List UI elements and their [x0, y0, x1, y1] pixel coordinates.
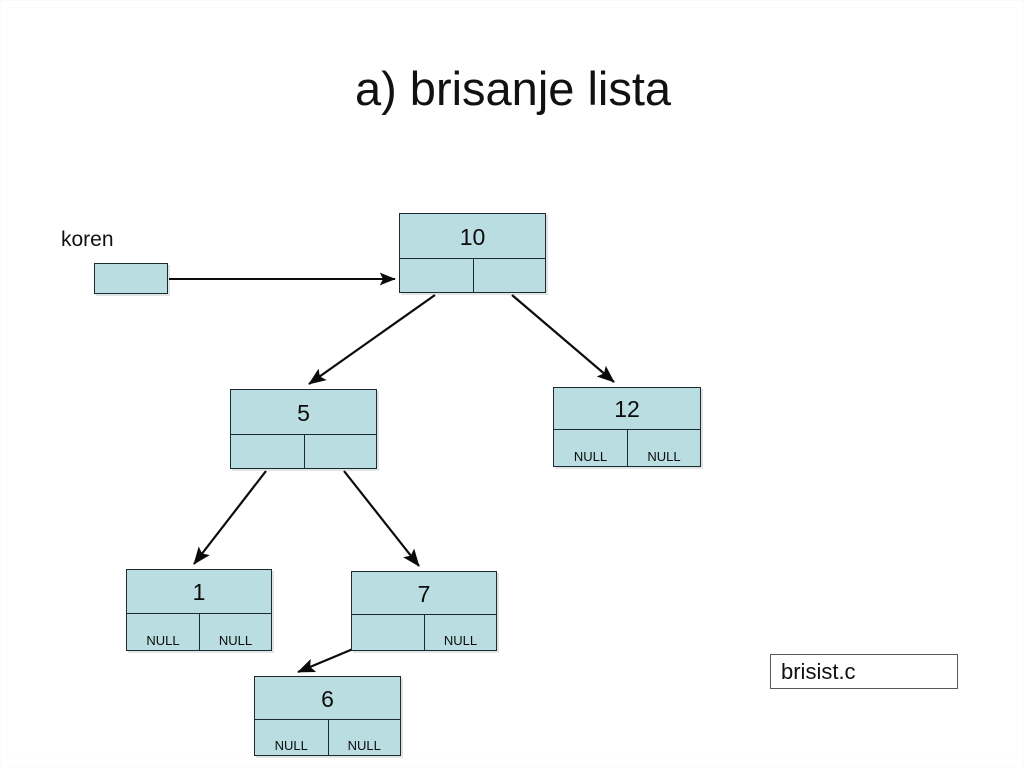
node-value: 12 — [614, 396, 640, 422]
node-left-pointer — [352, 615, 424, 650]
edge-10-left-to-5 — [308, 294, 436, 385]
node-right-pointer — [472, 259, 546, 292]
node-right-pointer: NULL — [424, 615, 496, 650]
node-left-pointer: NULL — [573, 449, 608, 464]
node-left-pointer: NULL — [146, 633, 180, 648]
node-pointers — [400, 258, 545, 292]
node-left-pointer — [400, 259, 473, 292]
tree-node-12: 12 NULL NULL — [553, 387, 701, 467]
node-right-pointer: NULL — [199, 614, 271, 650]
edge-5-right-to-7 — [343, 470, 420, 567]
node-pointers: NULL NULL — [127, 613, 271, 650]
koren-label: koren — [61, 228, 114, 251]
node-value: 7 — [417, 580, 431, 607]
source-file-callout: brisist.c — [770, 654, 958, 689]
node-pointers: NULL — [352, 614, 496, 650]
tree-node-10: 10 — [399, 213, 546, 293]
node-pointers: NULL NULL — [255, 719, 400, 755]
page-title: a) brisanje lista — [354, 62, 672, 115]
edge-10-right-to-12 — [511, 294, 615, 383]
node-right-pointer: NULL — [327, 720, 401, 755]
tree-node-1: 1 NULL NULL — [126, 569, 272, 651]
edge-7-left-to-6 — [297, 647, 354, 674]
edge-5-left-to-1 — [193, 470, 267, 565]
node-value: 10 — [459, 223, 486, 250]
source-file-name: brisist.c — [781, 658, 856, 684]
node-pointers: NULL NULL — [554, 429, 700, 466]
tree-node-5: 5 — [230, 389, 377, 469]
node-value: 1 — [192, 579, 206, 605]
node-left-pointer — [231, 435, 304, 468]
node-right-pointer: NULL — [627, 430, 700, 466]
node-value: 5 — [297, 399, 310, 426]
node-pointers — [231, 434, 376, 468]
node-value: 6 — [321, 685, 334, 712]
node-right-pointer — [303, 435, 377, 468]
tree-node-6: 6 NULL NULL — [254, 676, 401, 756]
koren-pointer-box — [94, 263, 168, 294]
node-left-pointer: NULL — [274, 738, 308, 753]
tree-node-7: 7 NULL — [351, 571, 497, 651]
